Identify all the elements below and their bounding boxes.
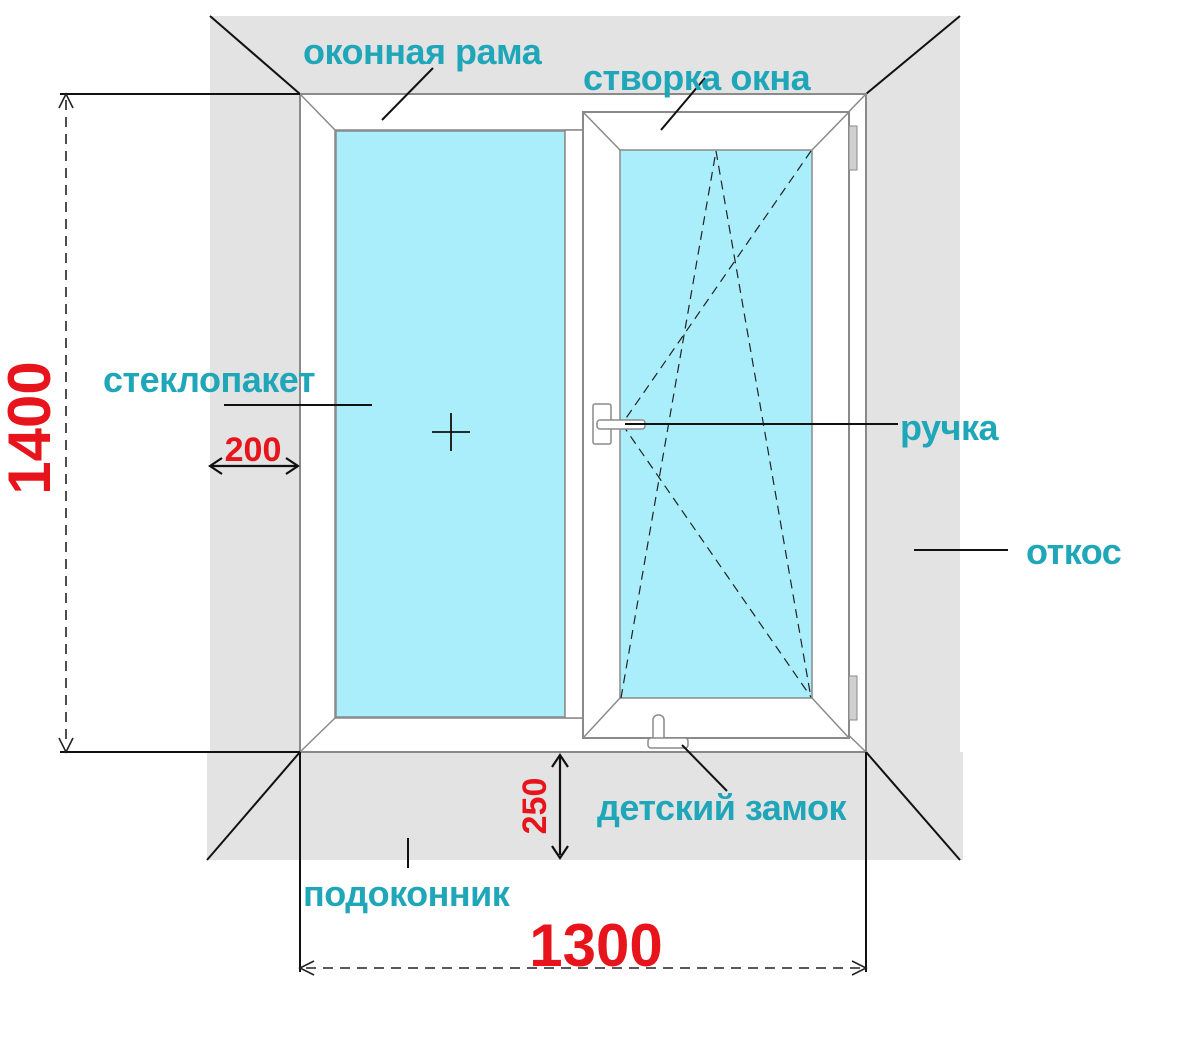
leader-lines — [224, 67, 1008, 868]
label-glass-unit: стеклопакет — [103, 359, 315, 400]
sash-miter-tl — [582, 111, 621, 151]
child-lock-icon — [647, 714, 689, 749]
label-child-lock: детский замок — [597, 787, 847, 828]
label-handle: ручка — [900, 407, 999, 448]
mullion — [564, 129, 584, 719]
label-slope: откос — [1026, 531, 1121, 572]
handle-icon — [592, 403, 646, 445]
text-labels: оконная рама створка окна стеклопакет ру… — [103, 31, 1122, 914]
hinge-top — [848, 125, 858, 171]
label-sill: подоконник — [303, 873, 511, 914]
dimension-lines — [58, 92, 868, 976]
leader-lock — [681, 744, 728, 792]
leader-sash — [660, 77, 706, 131]
dim-sill-depth: 250 — [516, 778, 554, 835]
corner-line-bottom-left — [206, 751, 301, 861]
label-frame: оконная рама — [303, 31, 543, 72]
corner-line-bottom-right — [865, 751, 961, 861]
frame-miter-tl — [299, 93, 336, 131]
dim-height: 1400 — [0, 361, 63, 494]
corner-line-top-left — [209, 15, 301, 95]
sash-miter-tr — [811, 111, 850, 151]
sash-miter-br — [811, 697, 850, 739]
sash-miter-bl — [582, 697, 621, 739]
dim-slope-width: 200 — [225, 431, 282, 469]
label-sash: створка окна — [583, 57, 812, 98]
hinge-bottom — [848, 675, 858, 721]
frame-miter-bl — [299, 717, 336, 753]
leader-frame — [381, 67, 434, 121]
corner-line-top-right — [865, 15, 961, 95]
dimension-labels: 1400 1300 200 250 — [0, 361, 663, 979]
wall-sill-area — [207, 752, 963, 860]
dim-width: 1300 — [529, 912, 662, 979]
